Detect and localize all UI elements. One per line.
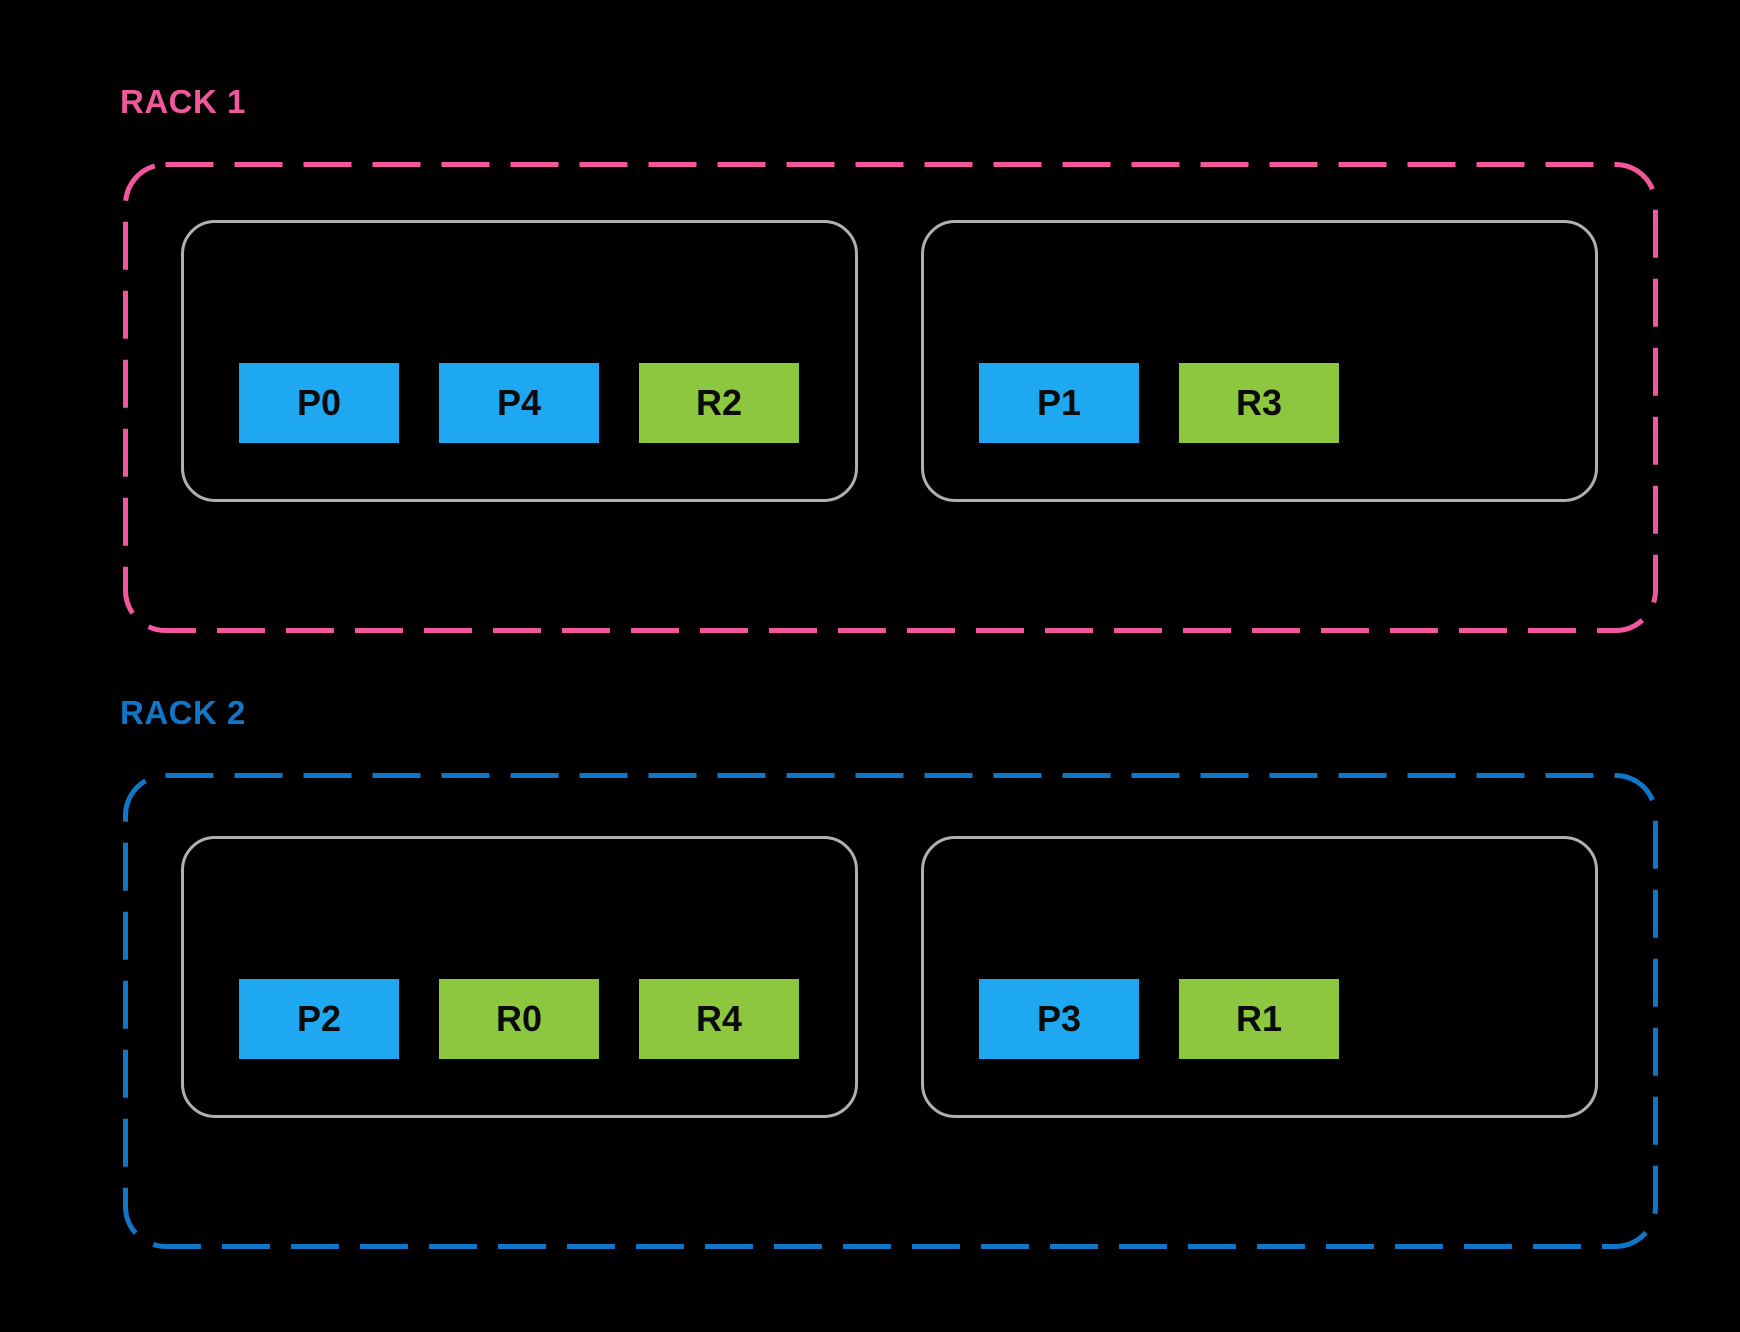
rack1-label: RACK 1 (120, 83, 246, 120)
rack1-outline (123, 162, 1658, 633)
rack2-host2-blocks: P3 R1 (979, 979, 1339, 1059)
rack2-label: RACK 2 (120, 694, 246, 731)
rack1-host1: P0 P4 R2 (181, 220, 858, 502)
shard-block-r3: R3 (1179, 363, 1339, 443)
shard-block-r2: R2 (639, 363, 799, 443)
shard-block-p1: P1 (979, 363, 1139, 443)
rack1-host2: P1 R3 (921, 220, 1598, 502)
shard-block-r1: R1 (1179, 979, 1339, 1059)
shard-block-p2: P2 (239, 979, 399, 1059)
shard-block-p3: P3 (979, 979, 1139, 1059)
shard-block-p0: P0 (239, 363, 399, 443)
rack2-host1: P2 R0 R4 (181, 836, 858, 1118)
rack2-outline (123, 773, 1658, 1249)
rack1-host2-blocks: P1 R3 (979, 363, 1339, 443)
rack2-host1-blocks: P2 R0 R4 (239, 979, 799, 1059)
rack2-host2: P3 R1 (921, 836, 1598, 1118)
rack2-dashed-border (123, 773, 1658, 1249)
rack1-dashed-border (123, 162, 1658, 633)
shard-block-r4: R4 (639, 979, 799, 1059)
rack1-host1-blocks: P0 P4 R2 (239, 363, 799, 443)
shard-block-r0: R0 (439, 979, 599, 1059)
shard-block-p4: P4 (439, 363, 599, 443)
